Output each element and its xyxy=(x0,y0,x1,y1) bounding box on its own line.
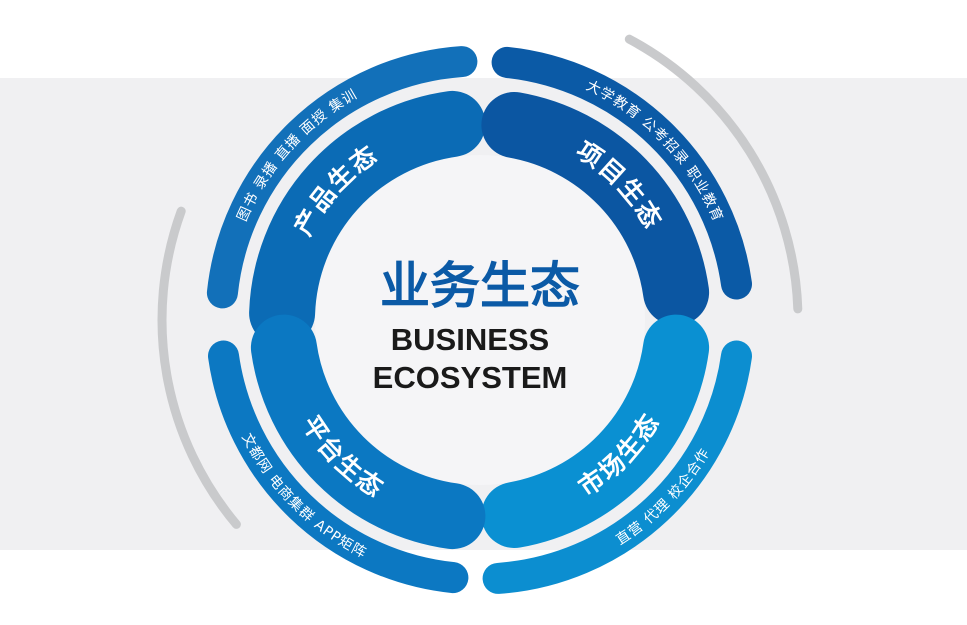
inner-band-market xyxy=(481,314,710,548)
outer-band-platform xyxy=(208,340,469,594)
outer-band-project xyxy=(491,46,752,300)
center-subtitle-line1: BUSINESS xyxy=(391,322,549,357)
outer-band-market xyxy=(482,340,752,594)
inner-band-project xyxy=(481,92,710,326)
center-subtitle-line2: ECOSYSTEM xyxy=(373,360,568,395)
center-circle xyxy=(315,155,645,485)
gray-arc-left xyxy=(157,206,241,529)
center-title: 业务生态 xyxy=(380,257,580,315)
inner-band-product xyxy=(249,90,486,347)
inner-band-platform xyxy=(250,314,486,550)
gray-arc-top-right xyxy=(624,34,803,314)
outer-band-product xyxy=(206,46,478,309)
decorative-gray-arcs xyxy=(157,34,803,529)
